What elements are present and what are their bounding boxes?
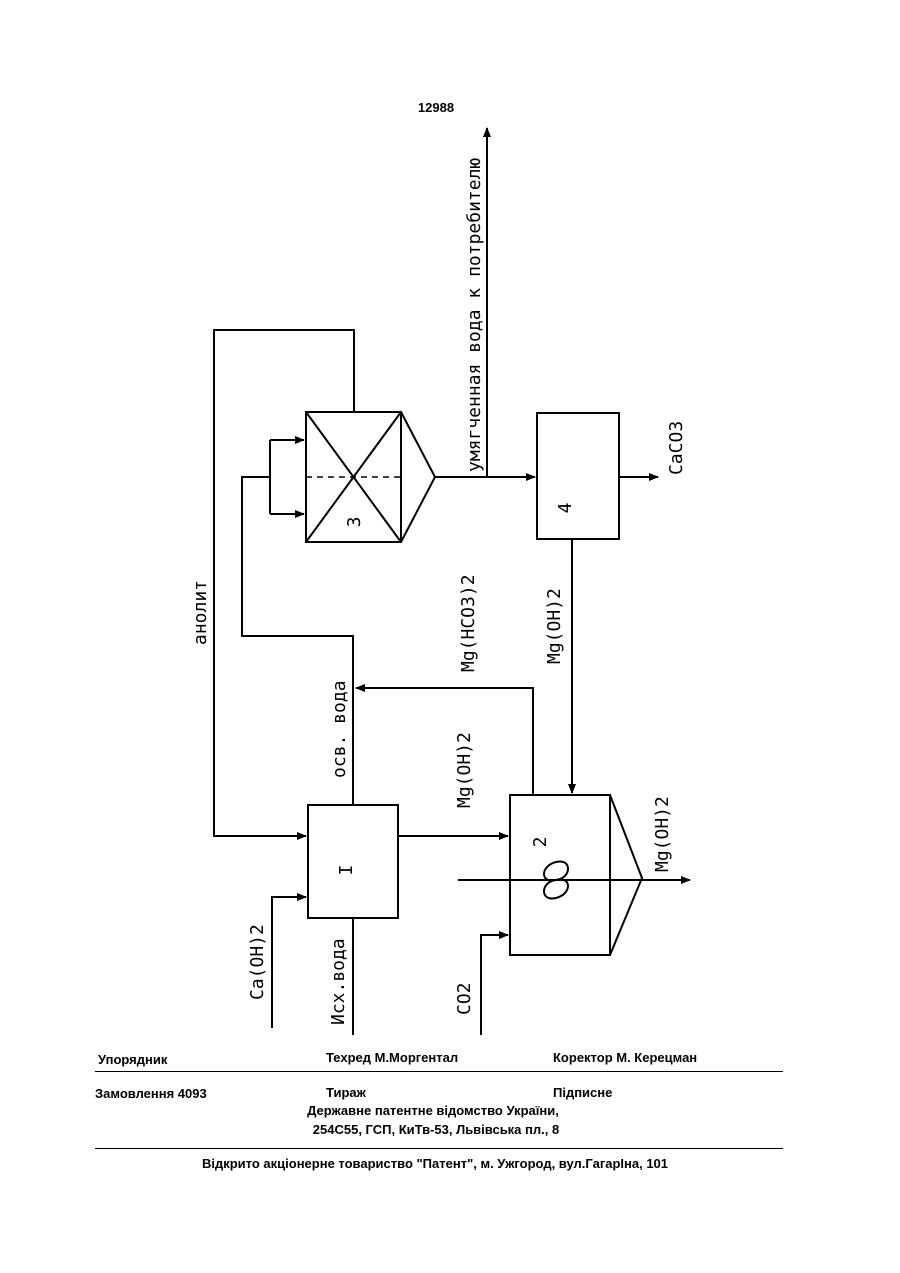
unit-3-label: 3 bbox=[344, 517, 365, 528]
footer-corrector: Коректор М. Керецман bbox=[553, 1050, 697, 1065]
unit-1-label: I bbox=[336, 865, 357, 876]
footer-publisher: Відкрито акціонерне товариство "Патент",… bbox=[0, 1156, 870, 1171]
unit-1-box bbox=[308, 805, 398, 918]
anolyte-label: анолит bbox=[190, 580, 211, 645]
process-flow-diagram: 12988 bbox=[0, 0, 900, 1050]
footer-subscription: Підписне bbox=[553, 1085, 612, 1100]
caco3-label: CaCO3 bbox=[666, 421, 687, 475]
caoh2-in-line bbox=[272, 897, 306, 1028]
co2-in-line bbox=[481, 935, 508, 1035]
unit-2-cone bbox=[610, 795, 642, 955]
clarified-water-label: осв. вода bbox=[329, 680, 350, 778]
source-water-label: Исх.вода bbox=[328, 938, 349, 1025]
footer-print-run: Тираж bbox=[326, 1085, 366, 1100]
co2-label: CO2 bbox=[454, 982, 475, 1015]
page-number: 12988 bbox=[418, 100, 454, 115]
mgoh2-feed-label: Mg(OH)2 bbox=[454, 732, 475, 808]
footer-divider-1 bbox=[95, 1071, 783, 1072]
unit-2-box bbox=[510, 795, 610, 955]
product-water-label: умягченная вода к потребителю bbox=[464, 158, 485, 472]
footer-techred: Техред М.Моргентал bbox=[326, 1050, 458, 1065]
mghco3-line bbox=[356, 688, 533, 795]
mgoh2-return-label: Mg(OH)2 bbox=[544, 588, 565, 664]
footer-compiler: Упорядник bbox=[98, 1052, 167, 1067]
footer-office-line2: 254С55, ГСП, КиТв-53, Львівська пл., 8 bbox=[0, 1122, 872, 1137]
unit-4-box bbox=[537, 413, 619, 539]
mghco3-label: Mg(HCO3)2 bbox=[458, 574, 479, 672]
unit-4-label: 4 bbox=[555, 503, 576, 514]
mgoh2-out-label: Mg(OH)2 bbox=[652, 796, 673, 872]
footer-order: Замовлення 4093 bbox=[95, 1086, 207, 1101]
unit-3-cone bbox=[401, 412, 435, 542]
stirrer-icon bbox=[544, 861, 568, 898]
unit-2-label: 2 bbox=[530, 837, 551, 848]
footer-office-line1: Державне патентне відомство України, bbox=[0, 1103, 866, 1118]
caoh2-label: Ca(OH)2 bbox=[247, 924, 268, 1000]
footer-divider-2 bbox=[95, 1148, 783, 1149]
